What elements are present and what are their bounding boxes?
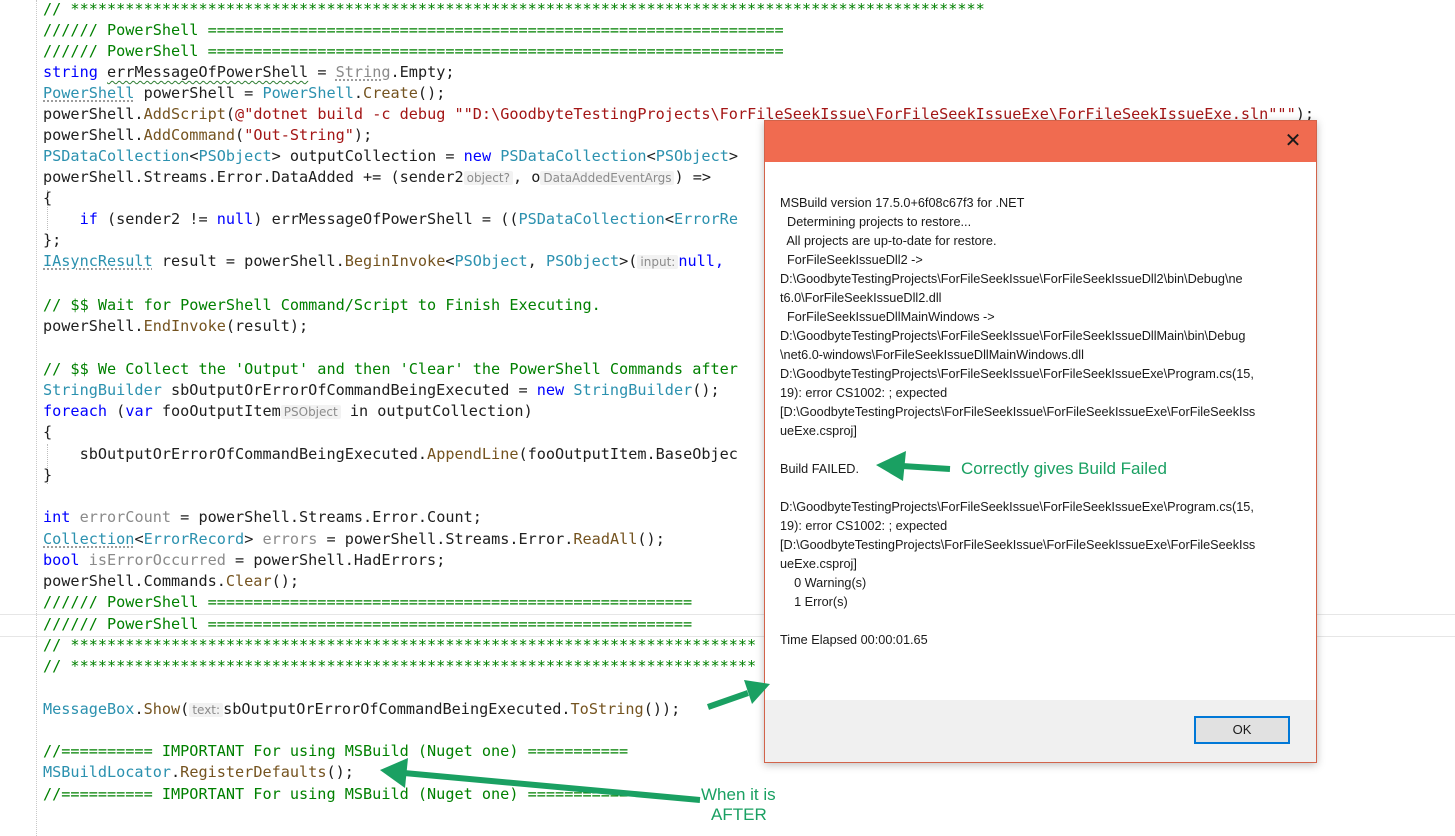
code-line: PowerShell powerShell = PowerShell.Creat… bbox=[43, 84, 446, 102]
code-line: ////// PowerShell ======================… bbox=[43, 42, 784, 60]
message-line: D:\GoodbyteTestingProjects\ForFileSeekIs… bbox=[780, 272, 1243, 286]
dialog-titlebar[interactable]: ✕ bbox=[765, 121, 1316, 162]
inlay-hint: text: bbox=[189, 703, 224, 717]
message-line: t6.0\ForFileSeekIssueDll2.dll bbox=[780, 291, 942, 305]
code-line: ////// PowerShell ======================… bbox=[43, 615, 693, 633]
arrow-to-messagebox bbox=[707, 680, 770, 710]
code-line: Collection<ErrorRecord> errors = powerSh… bbox=[43, 530, 665, 548]
message-line: [D:\GoodbyteTestingProjects\ForFileSeekI… bbox=[780, 538, 1256, 552]
code-line: // $$ Wait for PowerShell Command/Script… bbox=[43, 296, 601, 314]
code-line: } bbox=[43, 466, 53, 484]
message-line: 0 Warning(s) bbox=[780, 576, 867, 590]
indent-guide bbox=[47, 444, 48, 484]
code-line: int errorCount = powerShell.Streams.Erro… bbox=[43, 508, 482, 526]
annotation-after-line2: AFTER bbox=[711, 805, 767, 824]
code-line: powerShell.AddCommand("Out-String"); bbox=[43, 126, 373, 144]
code-line: powerShell.Streams.Error.DataAdded += (s… bbox=[43, 168, 712, 186]
code-line: { bbox=[43, 189, 53, 207]
message-line: Time Elapsed 00:00:01.65 bbox=[780, 633, 928, 647]
code-line: string errMessageOfPowerShell = String.E… bbox=[43, 63, 455, 81]
message-line: Build FAILED. bbox=[780, 462, 859, 476]
message-line: ForFileSeekIssueDllMainWindows -> bbox=[780, 310, 995, 324]
message-line: Determining projects to restore... bbox=[780, 215, 972, 229]
code-line: powerShell.AddScript(@"dotnet build -c d… bbox=[43, 105, 1315, 123]
code-line: powerShell.Commands.Clear(); bbox=[43, 572, 300, 590]
message-line: ueExe.csproj] bbox=[780, 424, 857, 438]
code-line: IAsyncResult result = powerShell.BeginIn… bbox=[43, 252, 725, 270]
message-line: [D:\GoodbyteTestingProjects\ForFileSeekI… bbox=[780, 405, 1256, 419]
message-line: D:\GoodbyteTestingProjects\ForFileSeekIs… bbox=[780, 500, 1254, 514]
code-line: // *************************************… bbox=[43, 0, 985, 18]
inlay-hint: object? bbox=[463, 171, 513, 185]
code-line: //========== IMPORTANT For using MSBuild… bbox=[43, 785, 629, 803]
code-line: // *************************************… bbox=[43, 636, 757, 654]
dialog-message: MSBuild version 17.5.0+6f08c67f3 for .NE… bbox=[780, 194, 1285, 650]
line-separator bbox=[0, 636, 1455, 637]
message-line: All projects are up-to-date for restore. bbox=[780, 234, 997, 248]
gutter-divider bbox=[36, 0, 37, 836]
ok-button[interactable]: OK bbox=[1194, 716, 1290, 744]
inlay-hint: input: bbox=[637, 255, 679, 269]
arrow-to-register-defaults bbox=[380, 758, 701, 803]
message-line: \net6.0-windows\ForFileSeekIssueDllMainW… bbox=[780, 348, 1084, 362]
code-line: }; bbox=[43, 231, 62, 249]
code-line: //========== IMPORTANT For using MSBuild… bbox=[43, 742, 629, 760]
inlay-hint: DataAddedEventArgs bbox=[540, 171, 675, 185]
message-line: MSBuild version 17.5.0+6f08c67f3 for .NE… bbox=[780, 196, 1025, 210]
message-line: ForFileSeekIssueDll2 -> bbox=[780, 253, 923, 267]
message-box-dialog: ✕ MSBuild version 17.5.0+6f08c67f3 for .… bbox=[764, 120, 1317, 763]
message-line: 19): error CS1002: ; expected bbox=[780, 519, 948, 533]
message-line: D:\GoodbyteTestingProjects\ForFileSeekIs… bbox=[780, 329, 1246, 343]
line-separator bbox=[0, 614, 1455, 615]
annotation-after-line1: When it is bbox=[701, 785, 776, 804]
arrow-to-build-failed bbox=[876, 451, 951, 481]
code-line: ////// PowerShell ======================… bbox=[43, 593, 693, 611]
message-line: 1 Error(s) bbox=[780, 595, 848, 609]
code-line: ////// PowerShell ======================… bbox=[43, 21, 784, 39]
annotation-build-failed: Correctly gives Build Failed bbox=[961, 459, 1167, 478]
code-line: // $$ We Collect the 'Output' and then '… bbox=[43, 360, 738, 378]
code-line: PSDataCollection<PSObject> outputCollect… bbox=[43, 147, 739, 165]
close-icon: ✕ bbox=[1284, 130, 1302, 152]
message-line: ueExe.csproj] bbox=[780, 557, 857, 571]
code-line: if (sender2 != null) errMessageOfPowerSh… bbox=[79, 210, 738, 228]
code-line: powerShell.EndInvoke(result); bbox=[43, 317, 309, 335]
dialog-footer: OK bbox=[765, 700, 1316, 762]
indent-guide bbox=[47, 190, 48, 230]
code-line: MessageBox.Show(text:sbOutputOrErrorOfCo… bbox=[43, 700, 681, 718]
code-line: sbOutputOrErrorOfCommandBeingExecuted.Ap… bbox=[43, 445, 738, 463]
close-button[interactable]: ✕ bbox=[1270, 121, 1316, 162]
inlay-hint: PSObject bbox=[280, 405, 341, 419]
code-line: { bbox=[43, 423, 53, 441]
code-line: MSBuildLocator.RegisterDefaults(); bbox=[43, 763, 354, 781]
code-line: bool isErrorOccurred = powerShell.HadErr… bbox=[43, 551, 446, 569]
code-line: StringBuilder sbOutputOrErrorOfCommandBe… bbox=[43, 381, 720, 399]
message-line: 19): error CS1002: ; expected bbox=[780, 386, 948, 400]
message-line: D:\GoodbyteTestingProjects\ForFileSeekIs… bbox=[780, 367, 1254, 381]
code-line: // *************************************… bbox=[43, 657, 757, 675]
